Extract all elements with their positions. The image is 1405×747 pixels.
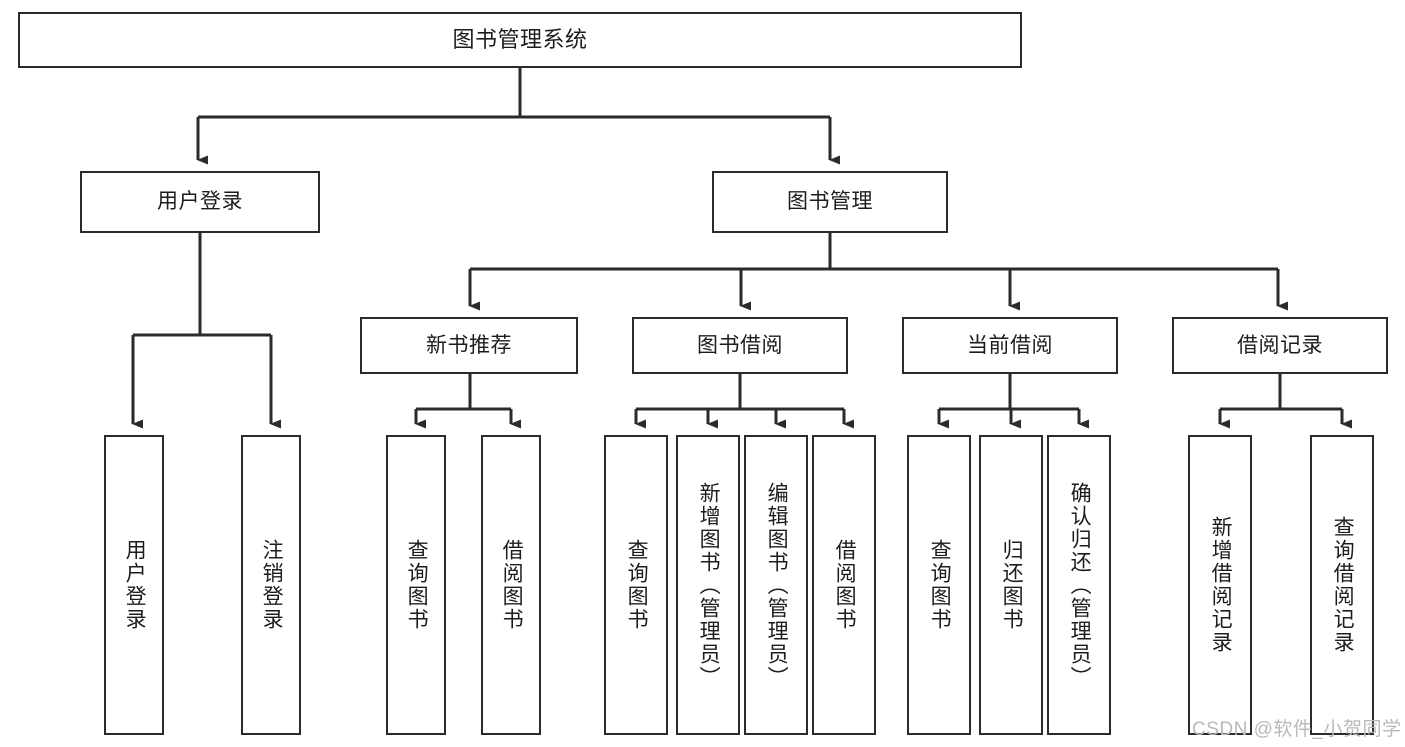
node-leaf-user-login[interactable]: 用户登录	[104, 435, 164, 735]
node-leaf-add-borrow-record[interactable]: 新增借阅记录	[1188, 435, 1252, 735]
node-user-login[interactable]: 用户登录	[80, 171, 320, 233]
node-leaf-borrow-book[interactable]: 借阅图书	[812, 435, 876, 735]
node-leaf-query-book-current[interactable]: 查询图书	[907, 435, 971, 735]
node-leaf-query-book-recommend[interactable]: 查询图书	[386, 435, 446, 735]
node-leaf-confirm-return-admin[interactable]: 确认归还（管理员）	[1047, 435, 1111, 735]
node-book-manage[interactable]: 图书管理	[712, 171, 948, 233]
node-leaf-logout[interactable]: 注销登录	[241, 435, 301, 735]
node-leaf-return-book[interactable]: 归还图书	[979, 435, 1043, 735]
node-current-borrow[interactable]: 当前借阅	[902, 317, 1118, 374]
node-new-book-recommend[interactable]: 新书推荐	[360, 317, 578, 374]
node-book-borrow[interactable]: 图书借阅	[632, 317, 848, 374]
node-leaf-query-borrow-record[interactable]: 查询借阅记录	[1310, 435, 1374, 735]
node-leaf-query-book-borrow[interactable]: 查询图书	[604, 435, 668, 735]
node-leaf-borrow-book-recommend[interactable]: 借阅图书	[481, 435, 541, 735]
node-leaf-add-book-admin[interactable]: 新增图书（管理员）	[676, 435, 740, 735]
csdn-watermark: CSDN @软件_小贺同学	[1192, 719, 1402, 740]
node-borrow-record[interactable]: 借阅记录	[1172, 317, 1388, 374]
node-root-system[interactable]: 图书管理系统	[18, 12, 1022, 68]
node-leaf-edit-book-admin[interactable]: 编辑图书（管理员）	[744, 435, 808, 735]
